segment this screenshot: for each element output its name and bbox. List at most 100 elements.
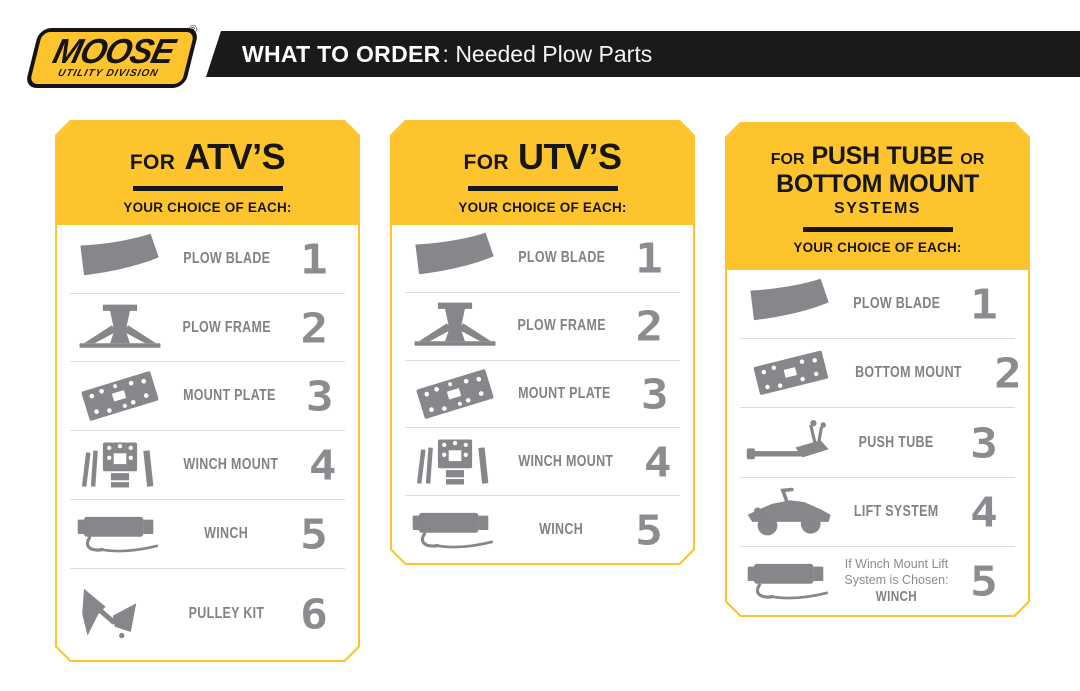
part-row: PLOW BLADE 1 — [70, 225, 345, 293]
push-tube-icon — [743, 416, 837, 470]
part-label: PLOW FRAME — [517, 317, 606, 335]
part-label: PLOW BLADE — [852, 295, 940, 313]
part-row: BOTTOM MOUNT 2 — [740, 338, 1015, 407]
mount-plate-icon — [73, 369, 167, 423]
part-row: PLOW FRAME 2 — [405, 292, 680, 360]
part-label: LIFT SYSTEM — [854, 502, 939, 520]
banner-title: WHAT TO ORDER — [242, 40, 441, 67]
part-label: WINCH MOUNT — [518, 452, 614, 470]
title-main: ATV’S — [184, 136, 286, 177]
part-label: WINCH — [539, 520, 584, 538]
panel-pt-header: FOR PUSH TUBE OR BOTTOM MOUNT SYSTEMS YO… — [727, 124, 1028, 270]
part-row: PUSH TUBE 3 — [740, 407, 1015, 476]
part-label: PLOW FRAME — [182, 318, 271, 336]
panel-push-tube-bottom-mount: FOR PUSH TUBE OR BOTTOM MOUNT SYSTEMS YO… — [725, 122, 1030, 617]
part-number: 5 — [635, 505, 663, 554]
part-number: 4 — [643, 437, 672, 487]
panel-atv-title: FOR ATV’S — [130, 136, 285, 178]
part-number: 2 — [994, 348, 1022, 398]
bottom-mount-icon — [743, 346, 837, 400]
plow-blade-icon — [73, 232, 167, 286]
part-label: WINCH MOUNT — [183, 456, 279, 474]
part-note: If Winch Mount Lift System is Chosen: — [844, 556, 949, 587]
winch-mount-icon — [408, 435, 502, 489]
part-row: LIFT SYSTEM 4 — [740, 477, 1015, 546]
part-label: WINCH — [204, 524, 249, 542]
part-row: MOUNT PLATE 3 — [70, 361, 345, 430]
part-number: 1 — [970, 279, 998, 329]
mount-plate-icon — [408, 367, 502, 421]
panel-pt-rows: PLOW BLADE 1 BOTTOM MOUNT 2 PUSH TUBE 3 … — [727, 270, 1028, 615]
panel-atv: FOR ATV’S YOUR CHOICE OF EACH: PLOW BLAD… — [55, 120, 360, 662]
winch-icon — [743, 554, 837, 608]
part-label: BOTTOM MOUNT — [855, 364, 962, 382]
panel-subtitle: YOUR CHOICE OF EACH: — [458, 200, 627, 215]
panel-pt-title-line2: BOTTOM MOUNT — [776, 169, 979, 198]
part-number: 6 — [300, 589, 328, 639]
part-row: PLOW BLADE 1 — [405, 225, 680, 292]
part-number: 1 — [300, 234, 328, 284]
title-main: UTV’S — [518, 136, 622, 177]
panel-atv-header: FOR ATV’S YOUR CHOICE OF EACH: — [57, 122, 358, 225]
part-label: PUSH TUBE — [859, 433, 934, 451]
plow-blade-icon — [743, 277, 837, 331]
logo-brand-text: MOOSE — [49, 31, 179, 71]
part-label: MOUNT PLATE — [518, 384, 611, 402]
part-number: 1 — [635, 234, 663, 283]
registered-trademark-icon: ® — [189, 24, 198, 36]
part-label: MOUNT PLATE — [183, 387, 276, 405]
title-main: PUSH TUBE — [811, 142, 954, 170]
pulley-kit-icon — [73, 587, 167, 641]
part-number: 2 — [300, 303, 329, 352]
panel-utv-title: FOR UTV’S — [463, 136, 621, 178]
part-label: WINCH — [875, 588, 918, 606]
panel-subtitle: YOUR CHOICE OF EACH: — [123, 200, 292, 215]
part-row: WINCH MOUNT 4 — [405, 427, 680, 495]
panel-pt-title-line1: FOR PUSH TUBE OR — [771, 143, 985, 171]
plow-frame-icon — [73, 301, 167, 355]
plow-blade-icon — [408, 231, 502, 285]
plow-frame-icon — [408, 299, 502, 353]
winch-mount-icon — [73, 438, 167, 492]
winch-icon — [408, 503, 502, 557]
part-number: 3 — [970, 418, 998, 467]
part-row: PLOW FRAME 2 — [70, 293, 345, 362]
part-label: PLOW BLADE — [182, 249, 270, 267]
lift-system-icon — [743, 485, 837, 539]
panel-atv-rows: PLOW BLADE 1 PLOW FRAME 2 MOUNT PLATE 3 … — [57, 225, 358, 660]
title-suffix: OR — [960, 151, 985, 168]
part-label: PULLEY KIT — [188, 605, 265, 623]
part-number: 4 — [970, 487, 998, 537]
part-row: If Winch Mount Lift System is Chosen: WI… — [740, 546, 1015, 615]
title-divider — [803, 227, 953, 232]
part-row: WINCH 5 — [405, 495, 680, 563]
part-number: 2 — [635, 301, 664, 351]
banner-subtitle: : Needed Plow Parts — [442, 40, 653, 67]
panel-utv-header: FOR UTV’S YOUR CHOICE OF EACH: — [392, 122, 693, 225]
panel-subtitle: YOUR CHOICE OF EACH: — [793, 240, 962, 255]
panel-utv: FOR UTV’S YOUR CHOICE OF EACH: PLOW BLAD… — [390, 120, 695, 565]
panel-atv-inner: FOR ATV’S YOUR CHOICE OF EACH: PLOW BLAD… — [57, 122, 358, 660]
panel-pt-title-line3: SYSTEMS — [834, 200, 921, 217]
part-row: MOUNT PLATE 3 — [405, 360, 680, 428]
part-number: 5 — [300, 509, 328, 559]
part-row: WINCH MOUNT 4 — [70, 430, 345, 499]
part-number: 3 — [640, 369, 669, 419]
part-label: PLOW BLADE — [517, 249, 605, 267]
header-banner: WHAT TO ORDER : Needed Plow Parts — [206, 31, 1080, 77]
winch-icon — [73, 507, 167, 561]
moose-logo: MOOSE UTILITY DIVISION — [24, 28, 200, 88]
title-divider — [133, 186, 283, 191]
panel-utv-inner: FOR UTV’S YOUR CHOICE OF EACH: PLOW BLAD… — [392, 122, 693, 563]
title-prefix: FOR — [463, 151, 509, 174]
title-prefix: FOR — [770, 151, 805, 168]
part-number: 3 — [305, 371, 334, 421]
part-row: PLOW BLADE 1 — [740, 270, 1015, 338]
title-divider — [468, 186, 618, 191]
part-row: WINCH 5 — [70, 499, 345, 568]
part-row: PULLEY KIT 6 — [70, 568, 345, 660]
part-number: 4 — [308, 440, 337, 490]
part-number: 5 — [970, 556, 998, 606]
panel-utv-rows: PLOW BLADE 1 PLOW FRAME 2 MOUNT PLATE 3 … — [392, 225, 693, 563]
